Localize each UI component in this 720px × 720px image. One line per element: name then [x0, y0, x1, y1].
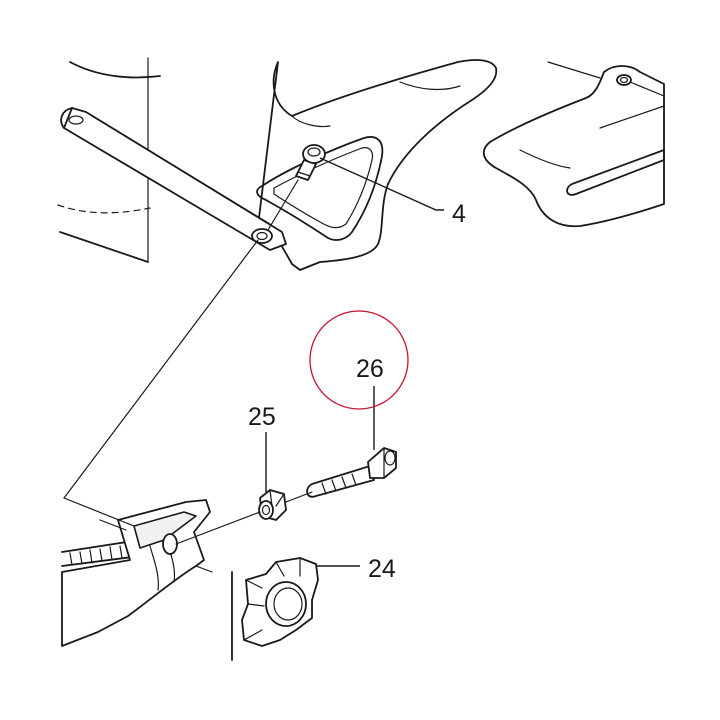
label-part-25: 25 — [248, 403, 276, 431]
clamp-nut-24 — [241, 557, 319, 647]
highlight-circle — [309, 310, 409, 410]
callout-leaders — [265, 157, 444, 567]
upper-right-bracket — [482, 61, 665, 228]
label-part-24: 24 — [368, 555, 396, 583]
upper-bracket-assembly — [57, 57, 498, 271]
nut-25 — [258, 489, 287, 521]
bolt-4 — [295, 144, 326, 181]
label-part-4: 4 — [452, 200, 466, 228]
bolt-26 — [306, 447, 397, 498]
label-part-26: 26 — [356, 355, 384, 383]
lower-arm-assembly — [61, 499, 233, 661]
assembly-axis-lines — [63, 179, 313, 545]
